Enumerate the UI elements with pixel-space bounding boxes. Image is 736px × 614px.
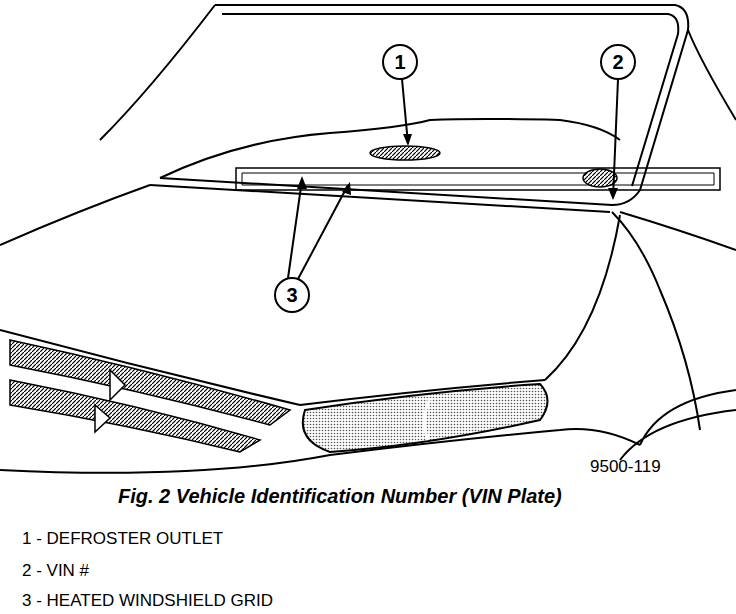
figure-caption: Fig. 2 Vehicle Identification Number (VI… (118, 485, 562, 508)
key-entry: 3 - HEATED WINDSHIELD GRID (22, 592, 273, 611)
key-entry: 2 - VIN # (22, 562, 89, 581)
key-entry: 1 - DEFROSTER OUTLET (22, 530, 223, 549)
callout-number: 3 (286, 284, 297, 306)
callout-number: 1 (394, 51, 405, 73)
figure-code: 9500-119 (590, 458, 661, 477)
callout-number: 2 (612, 51, 623, 73)
